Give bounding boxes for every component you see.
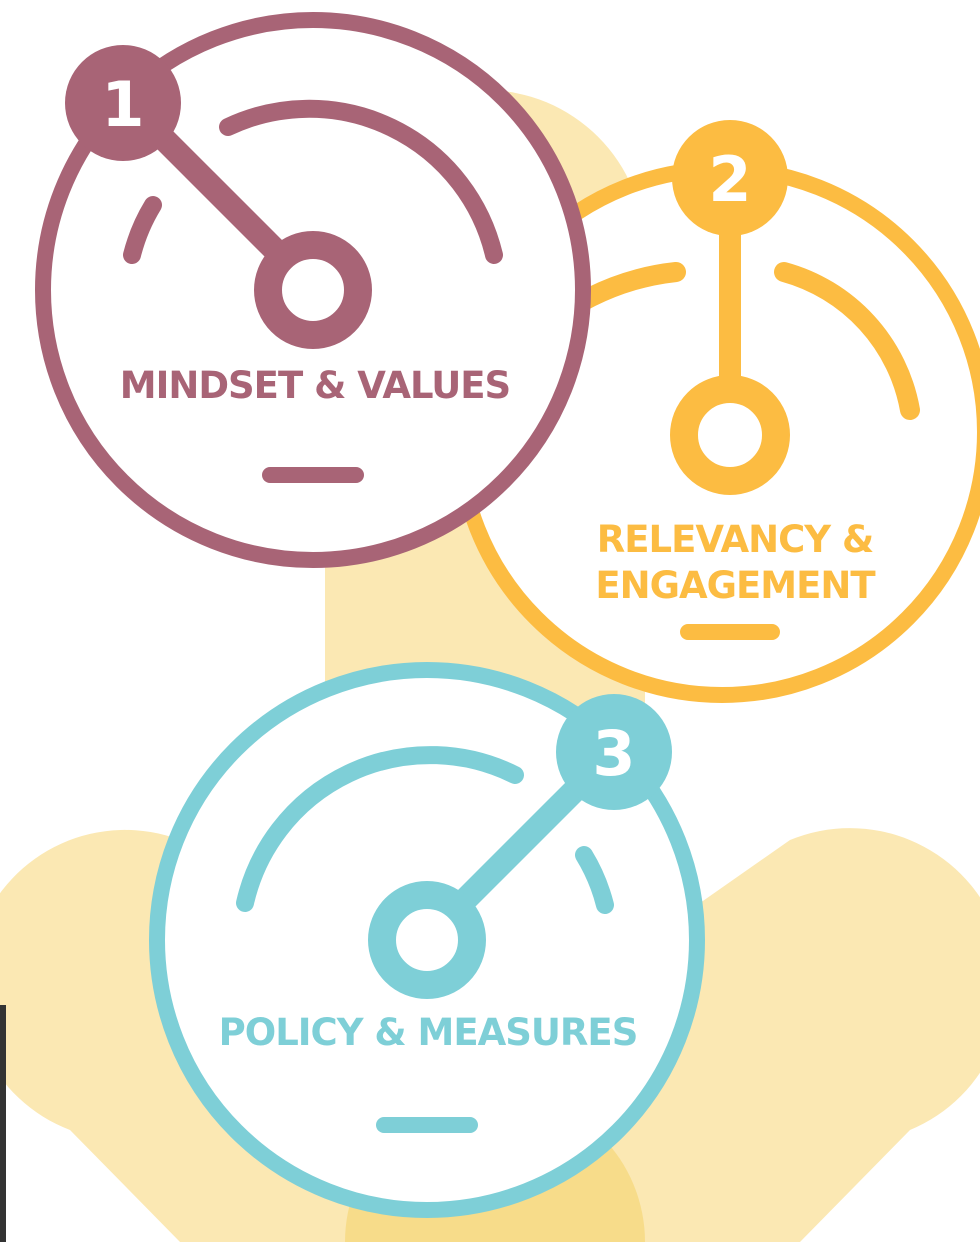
- gauge-2-number: 2: [708, 143, 751, 216]
- gauge-1-badge: [65, 45, 181, 161]
- gauge-3-arc-right: [575, 846, 614, 914]
- gauge-1-hub: [254, 231, 372, 349]
- gauge-2-label-line-1: RELEVANCY &: [597, 518, 873, 561]
- gauge-3-label: POLICY & MEASURES: [219, 1011, 638, 1054]
- gauge-1-number: 1: [101, 68, 144, 141]
- gauge-1: 1 MINDSET & VALUES: [35, 12, 591, 568]
- gauge-2-badge: [672, 120, 788, 236]
- gauge-3-number: 3: [592, 717, 635, 790]
- gauge-3-hub: [368, 881, 486, 999]
- left-edge-bar: [0, 1005, 6, 1242]
- gauge-2-hub: [670, 375, 790, 495]
- gauge-1-label: MINDSET & VALUES: [120, 364, 510, 407]
- gauge-3: 3 POLICY & MEASURES: [149, 662, 705, 1218]
- gauge-1-arc-top: [219, 99, 503, 264]
- gauge-2-arc-right: [774, 262, 920, 420]
- gauge-3-badge: [556, 694, 672, 810]
- gauge-2-label-line-2: ENGAGEMENT: [595, 564, 876, 607]
- gauge-1-arc-left: [123, 196, 162, 264]
- gauge-3-arc-left: [236, 746, 524, 912]
